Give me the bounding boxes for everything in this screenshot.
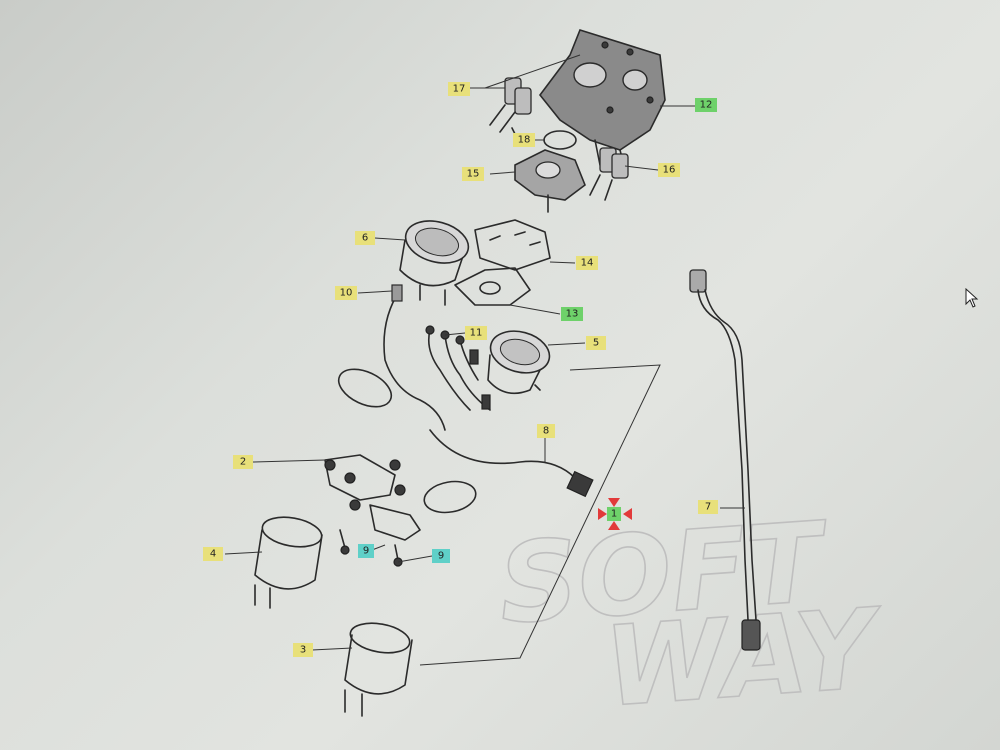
- callout-7[interactable]: 7: [698, 500, 718, 514]
- selection-marker-icon[interactable]: [598, 498, 632, 530]
- svg-text:6: 6: [362, 233, 368, 244]
- svg-text:8: 8: [543, 426, 549, 437]
- callout-15[interactable]: 15: [462, 167, 484, 181]
- svg-text:11: 11: [470, 328, 483, 339]
- callout-17[interactable]: 17: [448, 82, 470, 96]
- svg-text:1: 1: [611, 509, 617, 520]
- callout-9-right[interactable]: 9: [432, 549, 450, 563]
- part-2-bracket[interactable]: [324, 454, 421, 541]
- part-13-lower-plate[interactable]: [454, 267, 531, 306]
- callout-16[interactable]: 16: [658, 163, 680, 177]
- part-17-switch-left[interactable]: [489, 77, 532, 141]
- svg-text:5: 5: [593, 338, 599, 349]
- part-18-o-ring[interactable]: [543, 130, 577, 150]
- svg-text:17: 17: [453, 84, 466, 95]
- part-11-wiring-harness[interactable]: [425, 325, 491, 411]
- svg-text:3: 3: [300, 645, 306, 656]
- svg-text:13: 13: [566, 309, 579, 320]
- callout-18[interactable]: 18: [513, 133, 535, 147]
- part-7-speedo-cable[interactable]: [689, 269, 761, 651]
- gauge-seal-ring-right[interactable]: [422, 478, 478, 517]
- svg-text:4: 4: [210, 549, 216, 560]
- leader-lines: [224, 54, 745, 666]
- callout-1[interactable]: 1: [607, 507, 621, 521]
- svg-text:15: 15: [467, 169, 480, 180]
- svg-text:9: 9: [438, 551, 444, 562]
- callout-labels: 17 12 18 15 16 6 14 10 13 11 5 8 2 1 7 4…: [203, 82, 718, 657]
- part-14-mounting-plate[interactable]: [474, 219, 551, 271]
- svg-text:14: 14: [581, 258, 594, 269]
- svg-text:2: 2: [240, 457, 246, 468]
- part-15-bracket[interactable]: [514, 149, 586, 213]
- callout-11[interactable]: 11: [465, 326, 487, 340]
- gauge-seal-ring-left[interactable]: [333, 362, 397, 415]
- callout-2[interactable]: 2: [233, 455, 253, 469]
- part-8-wire[interactable]: [429, 429, 594, 498]
- watermark-line2: WAY: [601, 584, 888, 731]
- watermark-line1: SOFT: [495, 498, 834, 649]
- part-4-gauge-cup[interactable]: [254, 513, 324, 609]
- part-3-gauge-cup[interactable]: [344, 619, 413, 717]
- watermark: SOFT WAY: [494, 497, 889, 732]
- part-10-cable[interactable]: [383, 284, 446, 431]
- svg-text:16: 16: [663, 165, 676, 176]
- callout-10[interactable]: 10: [335, 286, 357, 300]
- callout-6[interactable]: 6: [355, 231, 375, 245]
- svg-text:7: 7: [705, 502, 711, 513]
- part-12-gauge-cover[interactable]: [538, 29, 666, 171]
- svg-text:12: 12: [700, 100, 713, 111]
- callout-14[interactable]: 14: [576, 256, 598, 270]
- callout-5[interactable]: 5: [586, 336, 606, 350]
- callout-8[interactable]: 8: [537, 424, 555, 438]
- callout-3[interactable]: 3: [293, 643, 313, 657]
- svg-text:10: 10: [340, 288, 353, 299]
- part-6-gauge[interactable]: [399, 214, 473, 306]
- part-16-switch-right[interactable]: [589, 147, 629, 201]
- callout-4[interactable]: 4: [203, 547, 223, 561]
- part-5-gauge[interactable]: [486, 325, 554, 395]
- svg-text:18: 18: [518, 135, 531, 146]
- callout-9-left[interactable]: 9: [358, 544, 374, 558]
- svg-text:9: 9: [363, 546, 369, 557]
- callout-13[interactable]: 13: [561, 307, 583, 321]
- callout-12[interactable]: 12: [695, 98, 717, 112]
